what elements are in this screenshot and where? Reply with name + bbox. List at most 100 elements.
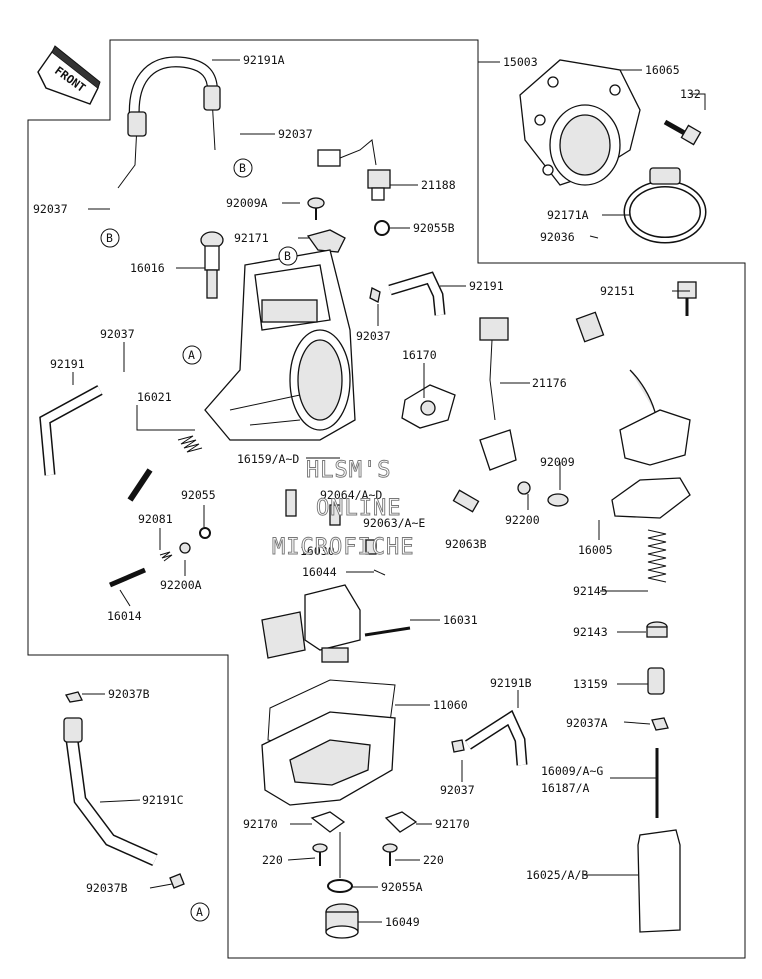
callout-92037-left: 92037 [33,202,68,216]
callout-13159: 13159 [573,677,608,691]
clip-92037-mid-icon [369,287,381,303]
callout-92036: 92036 [540,230,575,244]
callout-16021: 16021 [137,390,172,404]
spring-92145-icon [647,529,667,583]
sensor-16170-icon [401,384,456,429]
callout-92037B-bot: 92037B [86,881,128,895]
watermark-line1: HLSM'S [306,458,391,483]
spring-16021-icon [177,435,203,453]
clip-92037B-bot-icon [169,873,185,889]
plate-92170-right-icon [384,811,418,833]
callout-92200A: 92200A [160,578,202,592]
watermark: HLSM'S ONLINE MICROFICHE [272,458,414,561]
valve-16025-icon [637,829,681,933]
connector-21176-icon [479,317,517,471]
callout-92009A: 92009A [226,196,268,210]
screw-92151-icon [677,281,697,316]
callout-92191-left: 92191 [50,357,85,371]
watermark-line2: ONLINE [316,496,401,521]
svg-text:B: B [239,161,246,175]
callout-220-right: 220 [423,853,444,867]
sensor-21188-icon [317,139,391,201]
callout-16030: 16030 [300,544,335,558]
ref-marker-A2: A [190,902,210,922]
clip-92171-icon [306,229,346,253]
svg-text:A: A [188,348,195,362]
bolt-132-icon [663,119,702,146]
group-border [27,39,746,959]
callout-132: 132 [680,87,701,101]
svg-text:B: B [106,231,113,245]
callout-92145: 92145 [573,584,608,598]
callout-15003: 15003 [503,55,538,69]
callout-92191C: 92191C [142,793,184,807]
callout-92081: 92081 [138,512,173,526]
callout-16014: 16014 [107,609,142,623]
callout-92171: 92171 [234,231,269,245]
svg-text:B: B [284,249,291,263]
callout-16005: 16005 [578,543,613,557]
callout-92191B: 92191B [490,676,532,690]
retainer-92143-icon [646,621,668,638]
callout-11060: 11060 [433,698,468,712]
hose-92191-left-icon [39,385,103,476]
jet-16030-icon [365,539,377,555]
hose-92191-icon [388,271,446,316]
clamp-92171A-icon [623,167,707,244]
callout-16009: 16009/A~G [541,764,603,778]
ref-marker-A1: A [182,345,202,365]
clip-92037B-top-icon [65,691,83,703]
screw-92063B-icon [452,489,480,513]
callout-21188: 21188 [421,178,456,192]
ref-marker-B1: B [233,158,253,178]
callout-16049: 16049 [385,915,420,929]
callout-92063B: 92063B [445,537,487,551]
callout-92170-left: 92170 [243,817,278,831]
callout-92037-mid: 92037 [356,329,391,343]
screw-92009-icon [547,493,569,507]
callout-92055: 92055 [181,488,216,502]
cap-icon [575,311,605,343]
callout-16170: 16170 [402,348,437,362]
callout-92055A: 92055A [381,880,423,894]
oring-92055B-icon [374,220,390,236]
callout-92191: 92191 [469,279,504,293]
screw-220-right-icon [382,843,398,866]
screw-16021-icon [127,468,153,502]
callout-92191A: 92191A [243,53,285,67]
svg-text:A: A [196,905,203,919]
washer-92200A-icon [179,542,191,554]
callout-92009: 92009 [540,455,575,469]
clip-92037-bot-icon [451,739,465,753]
hose-92191B-icon [465,709,528,766]
clip-16044-icon [373,569,386,576]
callout-92064: 92064/A~D [320,488,382,502]
callout-16044: 16044 [302,565,337,579]
clip-92037A-icon [651,717,669,731]
jet-92063-icon [329,504,341,526]
callout-16065: 16065 [645,63,680,77]
callout-92037B-top: 92037B [108,687,150,701]
callout-16159: 16159/A~D [237,452,299,466]
callout-92037A: 92037A [566,716,608,730]
hose-92191C-icon [63,717,158,866]
callout-92063: 92063/A~E [363,516,425,530]
callout-16025: 16025/A/B [526,868,588,882]
carburetor-body-icon [204,249,356,441]
float-bowl-icon [261,711,396,806]
ref-marker-B3: B [278,246,298,266]
oring-92055A-icon [327,879,353,893]
carb-intake-16065-icon [519,59,641,186]
callout-92037-bot: 92037 [440,783,475,797]
callout-92037-top: 92037 [278,127,313,141]
float-16031-icon [261,584,411,663]
leader-lines [72,59,706,923]
callout-92143: 92143 [573,625,608,639]
cover-16005-icon [611,369,691,519]
callout-92037-left2: 92037 [100,327,135,341]
callout-220-left: 220 [262,853,283,867]
holder-13159-icon [647,667,665,695]
screw-220-left-icon [312,843,328,866]
callout-92151: 92151 [600,284,635,298]
